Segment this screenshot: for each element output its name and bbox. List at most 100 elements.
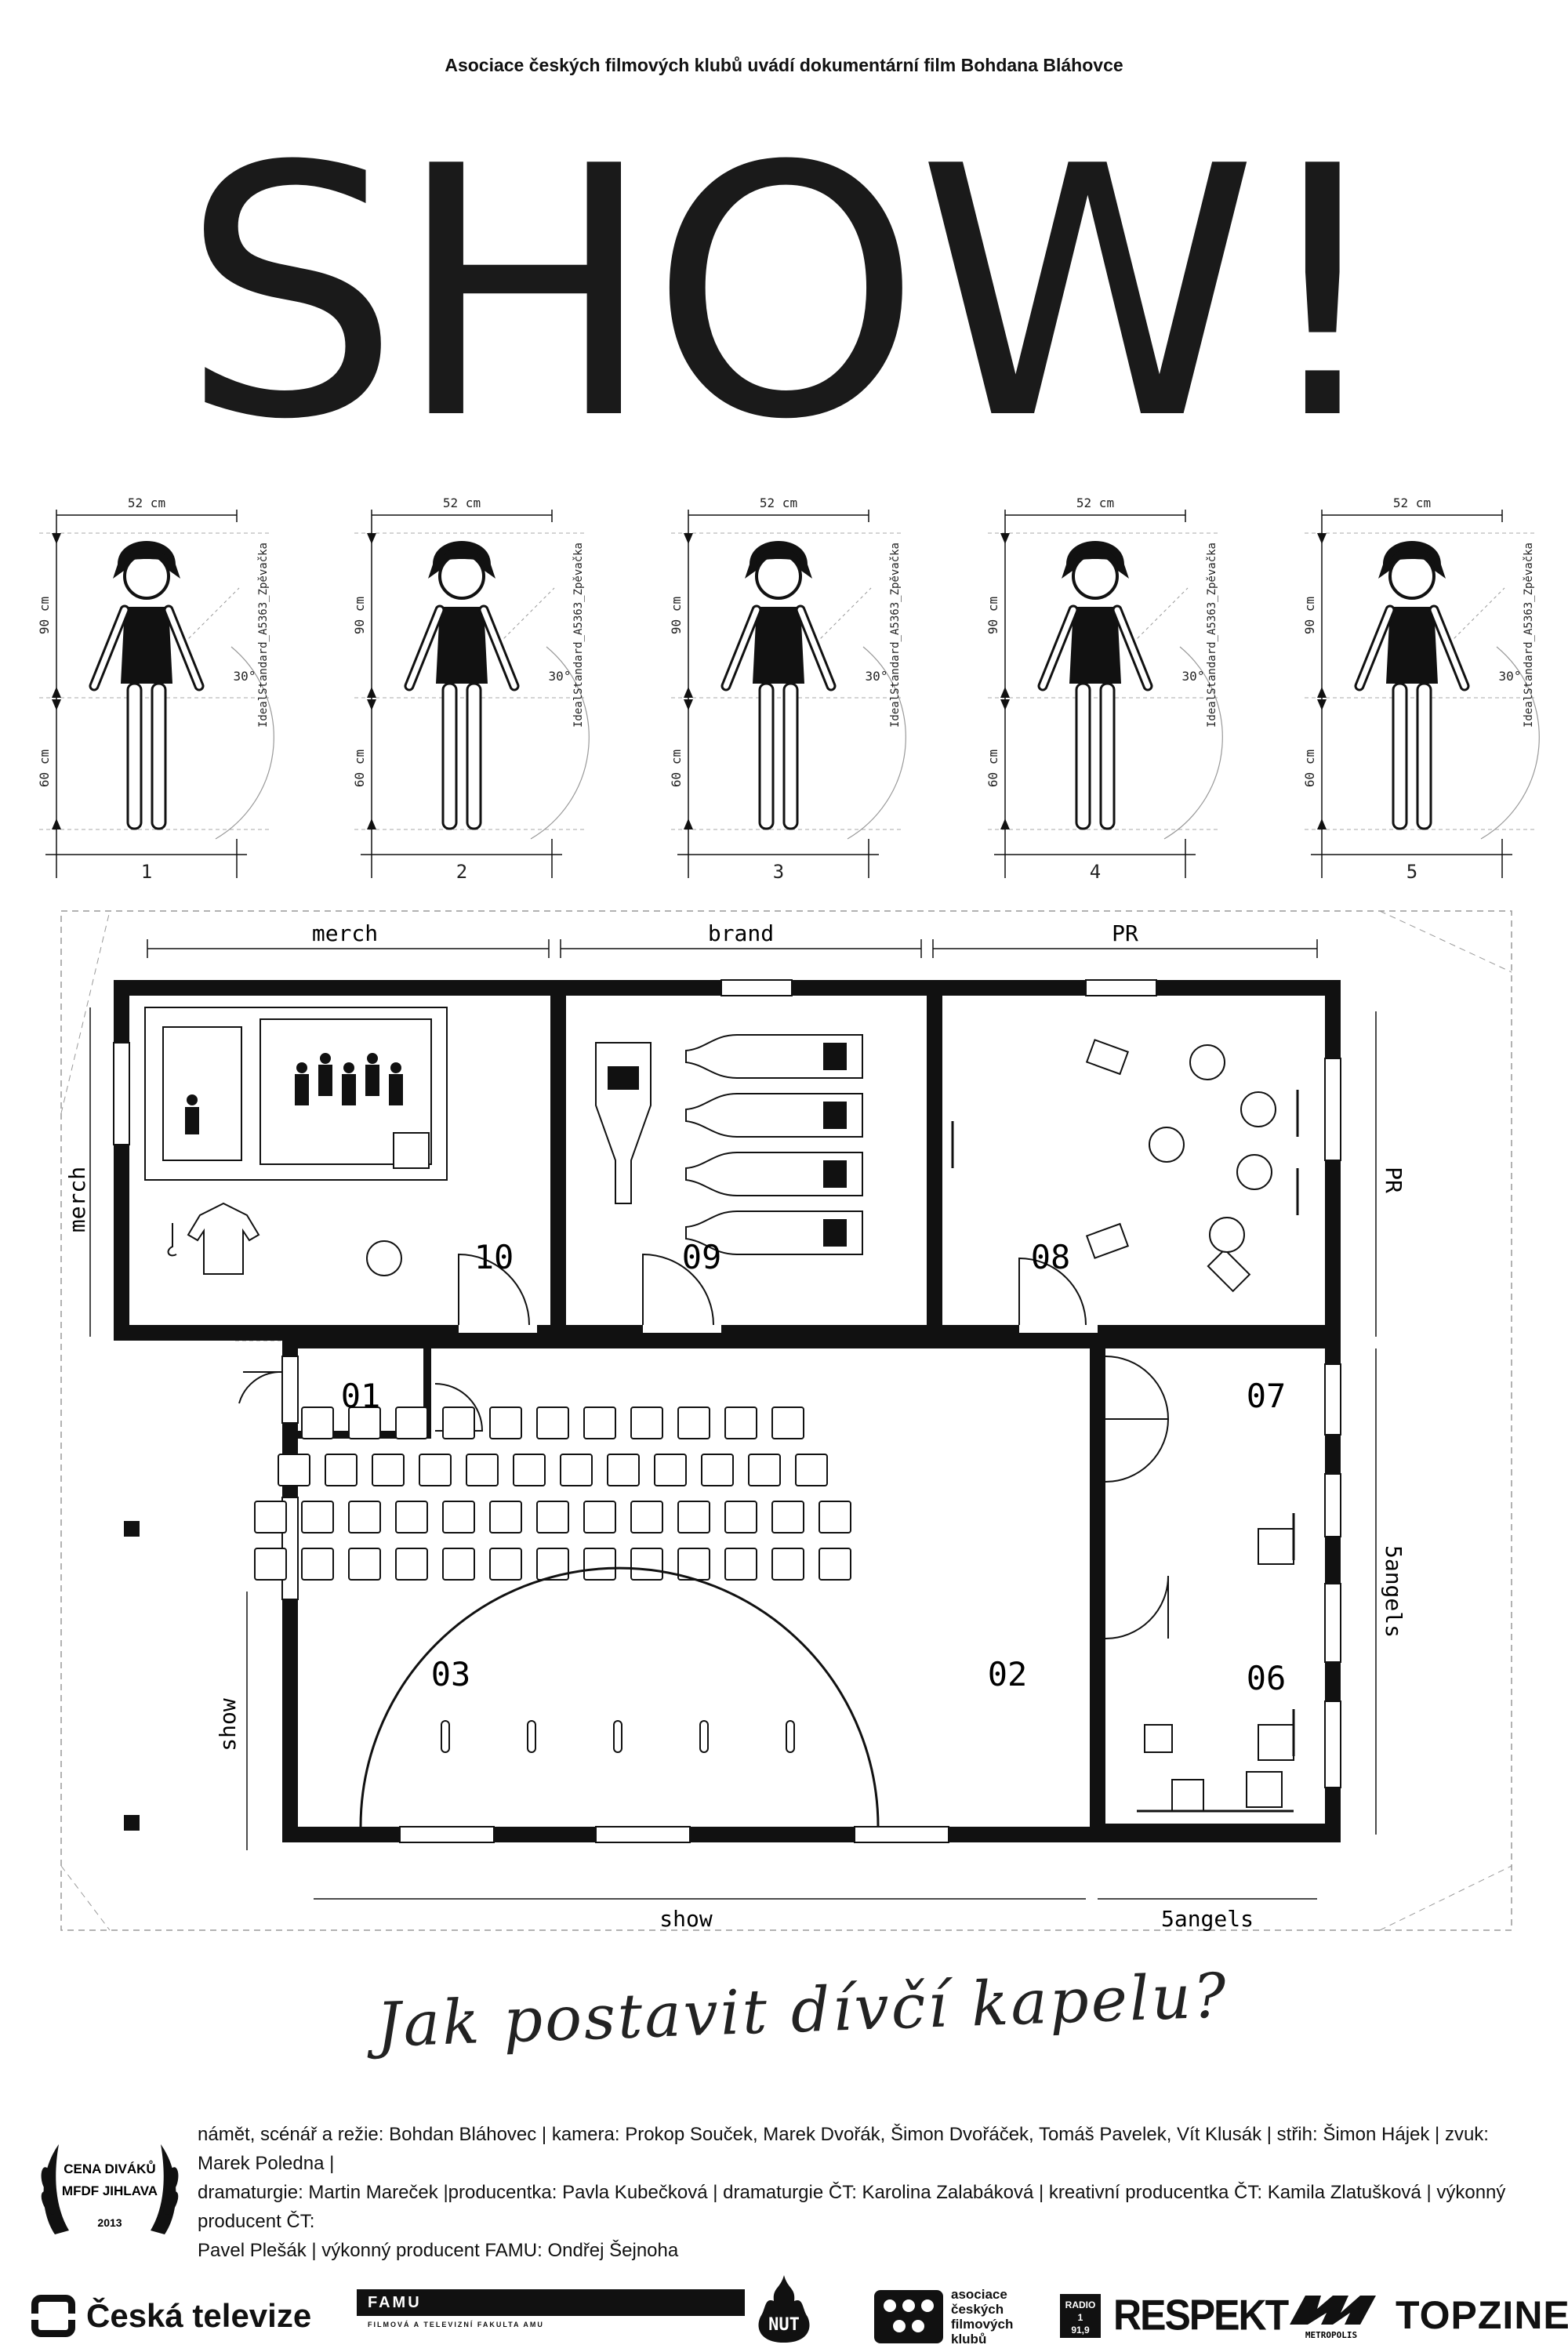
figure-side-label: IdealStandard_A5363_Zpěvačka [257,543,270,728]
singer-drawing [39,510,274,878]
figure-lower-height-label: 60 cm [1302,750,1317,787]
seat [560,1454,593,1486]
seat [395,1548,428,1581]
seat [630,1501,663,1534]
figure-number: 4 [1090,861,1101,883]
figure-width-label: 52 cm [128,495,165,510]
seat [536,1548,569,1581]
seat [630,1406,663,1439]
seat [583,1548,616,1581]
figure-width-label: 52 cm [443,495,481,510]
seat [301,1501,334,1534]
radio-line-1: RADIO [1065,2299,1096,2310]
nut-logo: NUT [758,2275,810,2343]
famu-logo-subtitle: FILMOVÁ A TELEVIZNÍ FAKULTA AMU [368,2321,544,2328]
seat [489,1548,522,1581]
seat [724,1406,757,1439]
room-10: 10 [474,1238,514,1276]
room-08: 08 [1031,1238,1071,1276]
figure-number: 1 [141,861,152,883]
metropolis-logo-text: METROPOLIS [1305,2330,1357,2340]
dim-label-brand: brand [708,920,774,946]
seat [724,1548,757,1581]
famu-logo-text: FAMU [357,2289,745,2316]
dim-label-show-side: show [215,1698,241,1751]
seat [395,1501,428,1534]
seat [513,1454,546,1486]
seat [583,1501,616,1534]
figure-lower-height-label: 60 cm [985,750,1000,787]
credits-line-3: Pavel Plešák | výkonný producent FAMU: O… [198,2240,679,2261]
seat [442,1406,475,1439]
seat [301,1548,334,1581]
acfk-logo: asociace českých filmových klubů [874,2287,1039,2347]
nut-logo-text: NUT [768,2315,800,2335]
acfk-line-4: klubů [951,2332,987,2347]
seat [630,1548,663,1581]
seat [348,1501,381,1534]
seat [278,1454,310,1486]
metropolis-logo: METROPOLIS [1290,2296,1376,2340]
dim-label-merch-top: merch [312,920,378,946]
singer-drawing [354,510,589,878]
seat [254,1548,287,1581]
figure-number: 3 [773,861,784,883]
radio-line-2: 1 [1077,2312,1083,2323]
film-title: SHOW! [181,93,1392,495]
seat [818,1548,851,1581]
laurel-year: 2013 [97,2216,122,2229]
dim-label-pr-side: PR [1381,1167,1406,1193]
seat [701,1454,734,1486]
radio-line-3: 91,9 [1071,2325,1090,2336]
figure-angle-label: 30° [866,669,888,684]
seat [348,1548,381,1581]
seat [442,1548,475,1581]
floor-plan: merch brand PR merch show PR 5angels sho… [60,910,1512,1932]
seat [583,1406,616,1439]
seat [724,1501,757,1534]
credits-block: námět, scénář a režie: Bohdan Bláhovec |… [198,2120,1538,2265]
dim-label-merch-side: merch [64,1167,90,1232]
dim-label-5angels-bottom: 5angels [1161,1906,1254,1932]
seat [466,1454,499,1486]
topzine-logo: TOPZINE [1396,2293,1568,2337]
seat [419,1454,452,1486]
seat [348,1406,381,1439]
figure-side-label: IdealStandard_A5363_Zpěvačka [889,543,902,728]
seat [818,1501,851,1534]
figure-number: 2 [456,861,467,883]
credits-line-1: námět, scénář a režie: Bohdan Bláhovec |… [198,2124,1489,2174]
seat [442,1501,475,1534]
dim-label-5angels-side: 5angels [1381,1545,1406,1638]
acfk-line-3: filmových [951,2317,1014,2332]
figure-side-label: IdealStandard_A5363_Zpěvačka [1206,543,1218,728]
seat [254,1501,287,1534]
seat [325,1454,358,1486]
room-09: 09 [682,1238,722,1276]
ct-mark-icon [31,2295,75,2337]
festival-laurel: CENA DIVÁKŮ MFDF JIHLAVA 2013 [41,2144,179,2234]
seat [607,1454,640,1486]
credits-line-2: dramaturgie: Martin Mareček |producentka… [198,2182,1506,2232]
figure-upper-height-label: 90 cm [352,597,367,634]
figure-upper-height-label: 90 cm [37,597,52,634]
seat [748,1454,781,1486]
figure-lower-height-label: 60 cm [669,750,684,787]
singer-drawing [671,510,906,878]
figure-width-label: 52 cm [1076,495,1114,510]
tagline-handwriting: Jak postavit dívčí kapelu? [375,1961,1230,2061]
figure-upper-height-label: 90 cm [985,597,1000,634]
figure-upper-height-label: 90 cm [669,597,684,634]
ceska-televize-logo: Česká televize [31,2292,311,2339]
ct-logo-text: Česká televize [86,2297,312,2334]
seat [795,1454,828,1486]
radio1-logo: RADIO 1 91,9 [1060,2294,1101,2338]
seat [677,1501,710,1534]
acfk-line-2: českých [951,2302,1004,2317]
seat [677,1406,710,1439]
sponsor-logos: Česká televize FAMU FILMOVÁ A TELEVIZNÍ … [31,2275,1568,2347]
